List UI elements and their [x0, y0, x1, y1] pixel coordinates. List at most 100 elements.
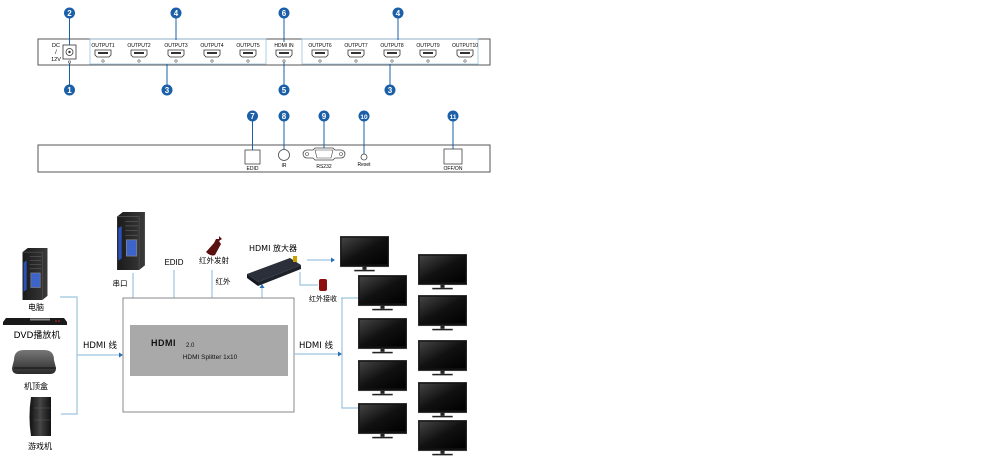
svg-text:3: 3	[388, 86, 393, 95]
ir-receiver-icon	[319, 279, 327, 291]
svg-text:2: 2	[67, 9, 72, 18]
output-cable-lines	[294, 297, 358, 409]
svg-text:5: 5	[282, 86, 287, 95]
callout-11: 11	[447, 110, 459, 122]
rear-panel-diagram: EDID IR RS232 Reset OFF/ON 7 8 9 10 11	[37, 110, 491, 173]
hdmi-logo: HDMI	[151, 338, 176, 348]
front-panel-diagram: DC / 12V OUTPUT1 OUTPUT2 OUTPUT3 OUTPUT4 OUT…	[37, 7, 491, 96]
callout-3-left: 3	[161, 84, 173, 96]
output-led	[174, 59, 178, 63]
output-label: OUTPUT3	[164, 43, 188, 49]
output-led	[426, 59, 430, 63]
edid-label: EDID	[247, 166, 259, 172]
rs232-port	[302, 147, 346, 161]
dc-jack-icon	[65, 48, 74, 56]
output-port-10: OUTPUT10	[452, 43, 478, 63]
output-label: OUTPUT5	[236, 43, 260, 49]
splitter-model: HDMI Splitter 1x10	[183, 354, 238, 361]
ir-label: 红外	[216, 276, 231, 286]
output-led	[318, 59, 322, 63]
output-led	[246, 59, 250, 63]
output-label: OUTPUT6	[308, 43, 332, 49]
output-led	[354, 59, 358, 63]
ir-emitter-icon	[206, 236, 222, 256]
12v-label: 12V	[51, 57, 61, 63]
display-tv-icon	[418, 382, 467, 418]
svg-text:10: 10	[360, 114, 368, 121]
display-tv-icon	[418, 340, 467, 376]
reset-button	[360, 153, 368, 161]
control-pc-icon	[116, 212, 146, 270]
display-tv-icon	[418, 420, 467, 456]
svg-text:11: 11	[450, 114, 457, 121]
svg-text:8: 8	[282, 112, 287, 121]
set-top-box-label: 机顶盒	[24, 381, 48, 391]
callout-5: 5	[278, 84, 290, 96]
output-port-7: OUTPUT7	[344, 43, 368, 63]
output-label: OUTPUT1	[91, 43, 115, 49]
hdmi-version: 2.0	[186, 343, 195, 349]
dc-slash: /	[55, 50, 57, 56]
hdmi-cable-in-label: HDMI 线	[83, 340, 117, 351]
output-group-left-bracket	[89, 38, 267, 65]
hdmi-in-label: HDMI IN	[274, 43, 294, 49]
display-tv-icon	[418, 295, 467, 331]
game-console-icon	[29, 397, 51, 436]
output-arrow	[338, 351, 342, 357]
callout-10: 10	[358, 110, 370, 122]
display-tv-icon	[358, 275, 407, 311]
output-label: OUTPUT4	[200, 43, 224, 49]
output-led	[390, 59, 394, 63]
display-tv-icon	[358, 318, 407, 354]
power-switch	[443, 148, 463, 165]
set-top-box-icon	[12, 350, 56, 374]
output-port-1: OUTPUT1	[91, 43, 115, 63]
output-label: OUTPUT9	[416, 43, 440, 49]
output-port-8: OUTPUT8	[380, 43, 404, 63]
edid-label: EDID	[164, 258, 183, 267]
output-label: OUTPUT7	[344, 43, 368, 49]
callout-4-left: 4	[170, 7, 182, 19]
callout-8: 8	[278, 110, 290, 122]
output-port-5: OUTPUT5	[236, 43, 260, 63]
front-panel-body	[37, 38, 491, 66]
callout-6: 6	[278, 7, 290, 19]
computer-icon	[21, 248, 49, 300]
game-console-label: 游戏机	[28, 441, 52, 451]
dvd-player-label: DVD播放机	[14, 329, 61, 341]
callout-9: 9	[318, 110, 330, 122]
ir-label: IR	[282, 163, 287, 169]
output-port-4: OUTPUT4	[200, 43, 224, 63]
svg-text:1: 1	[67, 86, 72, 95]
power-switch-label: OFF/ON	[444, 166, 463, 172]
dc-label: DC	[52, 43, 60, 49]
computer-label: 电脑	[28, 302, 44, 312]
rs232-label: RS232	[316, 164, 332, 170]
input-arrow	[119, 352, 123, 358]
output-led	[210, 59, 214, 63]
output-port-6: OUTPUT6	[308, 43, 332, 63]
callout-2: 2	[64, 7, 75, 19]
display-tv-icon	[418, 254, 467, 290]
svg-text:6: 6	[282, 9, 287, 18]
output-port-2: OUTPUT2	[127, 43, 151, 63]
svg-text:4: 4	[396, 9, 401, 18]
output-led	[463, 59, 467, 63]
output-led	[137, 59, 141, 63]
callout-1: 1	[64, 84, 75, 96]
splitter-panel	[130, 325, 288, 376]
display-tv-icon	[340, 236, 389, 272]
input-cable-lines	[60, 296, 121, 415]
svg-text:4: 4	[174, 9, 179, 18]
hdmi-extender-icon	[247, 256, 301, 286]
output-port-9: OUTPUT9	[416, 43, 440, 63]
svg-text:7: 7	[250, 112, 255, 121]
extender-arrow-up	[259, 284, 265, 288]
connection-diagram: 电脑 DVD播放机 机顶盒 游戏机 HDMI 线 串口 EDID 红外发射 红外	[3, 212, 467, 456]
display-tv-icon	[358, 403, 407, 439]
extender-output-arrow	[331, 257, 335, 263]
svg-text:3: 3	[165, 86, 170, 95]
output-led	[101, 59, 105, 63]
output-label: OUTPUT2	[127, 43, 151, 49]
hdmi-cable-out-label: HDMI 线	[299, 340, 333, 351]
